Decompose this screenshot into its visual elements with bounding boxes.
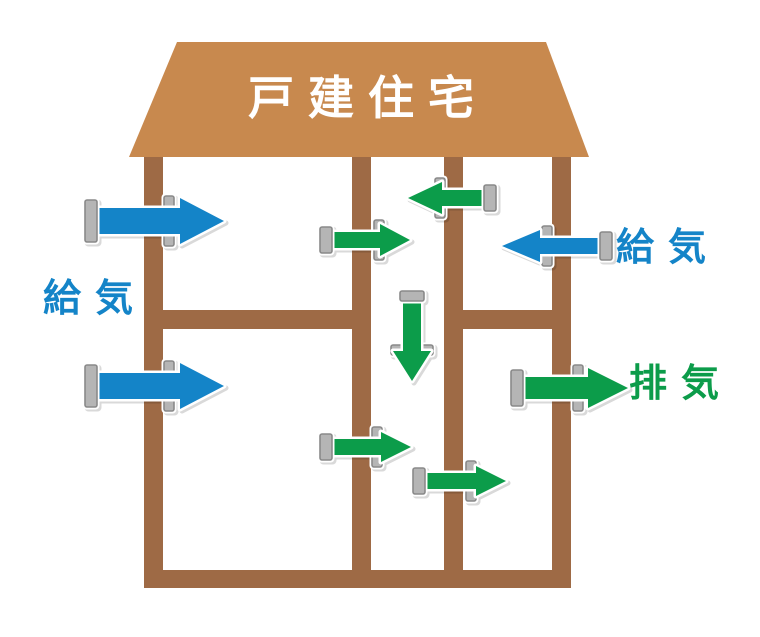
- floor-divider-left: [144, 310, 371, 329]
- floor-beam: [144, 570, 571, 588]
- label-supply-left: 給気: [42, 276, 148, 320]
- exhaust-arrow-lower-corridor-left: [317, 424, 414, 470]
- exhaust-arrow-upper-corridor-right: [317, 217, 413, 263]
- floor-divider-right: [444, 310, 571, 329]
- supply-arrow-right: [499, 223, 615, 269]
- supply-arrow-lower-left: [82, 358, 227, 414]
- roof-title: 戸建住宅: [248, 71, 488, 125]
- exhaust-arrow-outlet-right: [508, 362, 631, 414]
- label-supply-right: 給気: [615, 225, 721, 269]
- wall-right: [552, 150, 571, 588]
- wall-left: [144, 150, 163, 588]
- roof: [129, 42, 589, 157]
- supply-arrow-upper-left: [82, 193, 227, 249]
- wall-center-left: [352, 150, 371, 579]
- exhaust-arrow-lower-corridor-right: [410, 458, 509, 504]
- label-exhaust-right: 排気: [628, 361, 734, 405]
- exhaust-arrow-corridor-down: [388, 288, 436, 384]
- exhaust-arrow-upper-corridor-left: [405, 175, 499, 221]
